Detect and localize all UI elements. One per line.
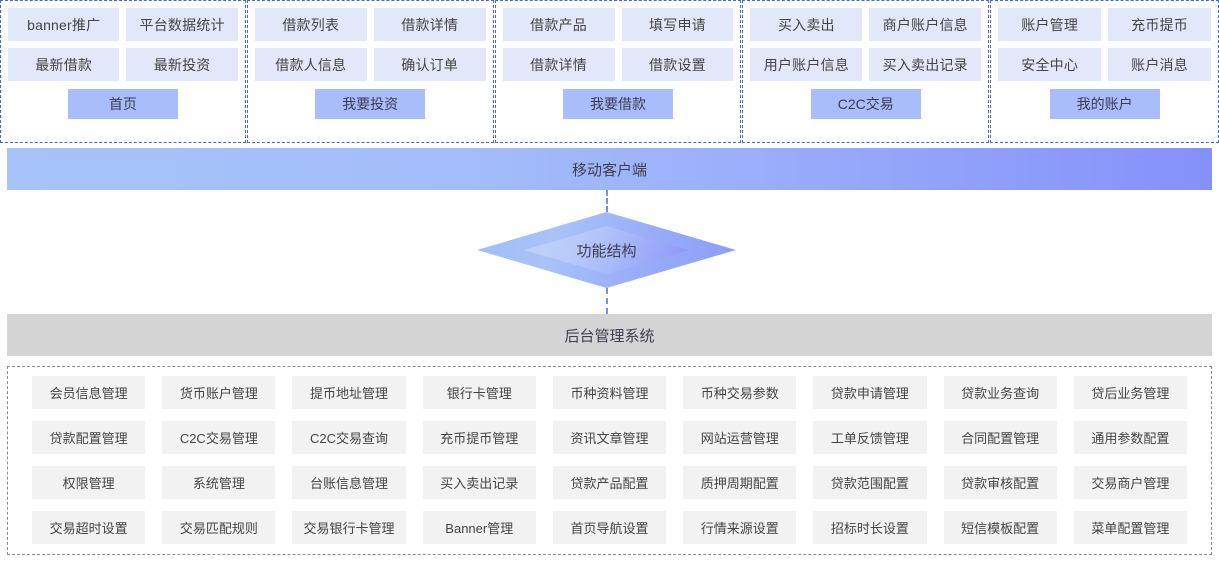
- admin-module-cell[interactable]: 资讯文章管理: [552, 421, 667, 454]
- leaf-row: 用户账户信息 买入卖出记录: [750, 48, 982, 81]
- module-leaf[interactable]: 借款详情: [373, 8, 486, 41]
- group-label-wrap: 我要投资: [255, 89, 486, 119]
- admin-module-cell[interactable]: 权限管理: [32, 466, 146, 499]
- admin-module-cell[interactable]: 交易超时设置: [32, 511, 146, 544]
- admin-module-cell[interactable]: 短信模板配置: [943, 511, 1057, 544]
- module-group-invest: 借款列表 借款详情 借款人信息 确认订单 我要投资: [246, 0, 494, 143]
- admin-module-cell[interactable]: 交易银行卡管理: [292, 511, 406, 544]
- module-group-borrow: 借款产品 填写申请 借款详情 借款设置 我要借款: [494, 0, 742, 143]
- admin-module-cell[interactable]: 提币地址管理: [292, 376, 406, 409]
- admin-module-cell[interactable]: 会员信息管理: [32, 376, 146, 409]
- module-leaf[interactable]: 借款列表: [254, 8, 367, 41]
- module-leaf[interactable]: 用户账户信息: [750, 48, 863, 81]
- mobile-client-band: 移动客户端: [7, 148, 1212, 190]
- module-leaf[interactable]: 借款产品: [502, 8, 615, 41]
- admin-module-cell[interactable]: 交易匹配规则: [162, 511, 276, 544]
- leaf-row: 借款产品 填写申请: [502, 8, 734, 41]
- module-leaf[interactable]: 安全中心: [998, 48, 1102, 81]
- leaf-row: 借款人信息 确认订单: [254, 48, 486, 81]
- connector-line-bottom: [606, 288, 608, 314]
- module-leaf[interactable]: 填写申请: [621, 8, 734, 41]
- module-leaf[interactable]: 充币提币: [1108, 8, 1211, 41]
- leaf-row: 借款详情 借款设置: [502, 48, 734, 81]
- module-group-account: 账户管理 充币提币 安全中心 账户消息 我的账户: [990, 0, 1219, 143]
- admin-module-grid: 会员信息管理货币账户管理提币地址管理银行卡管理币种资料管理币种交易参数贷款申请管…: [8, 376, 1211, 544]
- admin-module-cell[interactable]: 行情来源设置: [683, 511, 797, 544]
- module-group-home: banner推广 平台数据统计 最新借款 最新投资 首页: [0, 0, 246, 143]
- admin-module-cell[interactable]: 贷款产品配置: [552, 466, 667, 499]
- admin-module-cell[interactable]: 币种资料管理: [552, 376, 667, 409]
- center-diamond: 功能结构: [477, 212, 736, 288]
- admin-module-cell[interactable]: 贷款业务查询: [943, 376, 1057, 409]
- admin-module-cell[interactable]: Banner管理: [422, 511, 536, 544]
- module-leaf[interactable]: 借款设置: [621, 48, 734, 81]
- module-group-label[interactable]: 我要投资: [315, 89, 426, 119]
- admin-module-cell[interactable]: 招标时长设置: [813, 511, 927, 544]
- module-leaf[interactable]: 最新借款: [8, 48, 120, 81]
- admin-module-cell[interactable]: 网站运营管理: [683, 421, 797, 454]
- leaf-row: 最新借款 最新投资: [8, 48, 238, 81]
- group-label-wrap: 我要借款: [503, 89, 734, 119]
- module-leaf[interactable]: 买入卖出记录: [869, 48, 982, 81]
- module-leaf[interactable]: 账户消息: [1108, 48, 1211, 81]
- admin-module-cell[interactable]: C2C交易查询: [292, 421, 406, 454]
- leaf-row: banner推广 平台数据统计: [8, 8, 238, 41]
- module-group-label[interactable]: 我要借款: [562, 89, 673, 119]
- leaf-row: 账户管理 充币提币: [998, 8, 1211, 41]
- admin-module-cell[interactable]: 贷后业务管理: [1073, 376, 1187, 409]
- group-label-wrap: C2C交易: [750, 89, 981, 119]
- admin-module-cell[interactable]: 币种交易参数: [683, 376, 797, 409]
- module-leaf[interactable]: 平台数据统计: [126, 8, 238, 41]
- admin-module-cell[interactable]: 贷款审核配置: [943, 466, 1057, 499]
- module-leaf[interactable]: 借款人信息: [254, 48, 367, 81]
- admin-module-cell[interactable]: 贷款范围配置: [813, 466, 927, 499]
- module-group-label[interactable]: 我的账户: [1049, 89, 1160, 119]
- leaf-row: 借款列表 借款详情: [254, 8, 486, 41]
- module-leaf[interactable]: 买入卖出: [750, 8, 863, 41]
- admin-module-cell[interactable]: 工单反馈管理: [813, 421, 927, 454]
- admin-module-cell[interactable]: 货币账户管理: [162, 376, 276, 409]
- module-leaf[interactable]: 账户管理: [998, 8, 1102, 41]
- group-label-wrap: 首页: [8, 89, 238, 119]
- admin-module-cell[interactable]: 通用参数配置: [1073, 421, 1187, 454]
- admin-module-cell[interactable]: 银行卡管理: [422, 376, 536, 409]
- admin-module-cell[interactable]: 质押周期配置: [683, 466, 797, 499]
- admin-module-cell[interactable]: 首页导航设置: [552, 511, 667, 544]
- admin-module-cell[interactable]: 菜单配置管理: [1073, 511, 1187, 544]
- module-leaf[interactable]: 借款详情: [502, 48, 615, 81]
- admin-module-cell[interactable]: 充币提币管理: [422, 421, 536, 454]
- module-leaf[interactable]: 确认订单: [373, 48, 486, 81]
- module-group-label[interactable]: 首页: [67, 89, 178, 119]
- admin-module-cell[interactable]: 系统管理: [162, 466, 276, 499]
- module-group-c2c: 买入卖出 商户账户信息 用户账户信息 买入卖出记录 C2C交易: [742, 0, 990, 143]
- connector-line-top: [606, 190, 608, 212]
- admin-module-cell[interactable]: 买入卖出记录: [422, 466, 536, 499]
- admin-system-band: 后台管理系统: [7, 314, 1212, 356]
- module-leaf[interactable]: banner推广: [8, 8, 120, 41]
- diamond-label: 功能结构: [576, 242, 637, 260]
- admin-module-cell[interactable]: 台账信息管理: [292, 466, 406, 499]
- leaf-row: 安全中心 账户消息: [998, 48, 1211, 81]
- leaf-row: 买入卖出 商户账户信息: [750, 8, 982, 41]
- mobile-module-groups: banner推广 平台数据统计 最新借款 最新投资 首页 借款列表 借款详情 借…: [0, 0, 1219, 143]
- admin-module-cell[interactable]: C2C交易管理: [162, 421, 276, 454]
- module-leaf[interactable]: 最新投资: [126, 48, 238, 81]
- admin-module-cell[interactable]: 合同配置管理: [943, 421, 1057, 454]
- admin-module-cell[interactable]: 贷款配置管理: [32, 421, 146, 454]
- module-group-label[interactable]: C2C交易: [810, 89, 921, 119]
- group-label-wrap: 我的账户: [998, 89, 1211, 119]
- module-leaf[interactable]: 商户账户信息: [869, 8, 982, 41]
- admin-module-cell[interactable]: 交易商户管理: [1073, 466, 1187, 499]
- admin-module-cell[interactable]: 贷款申请管理: [813, 376, 927, 409]
- admin-module-grid-container: 会员信息管理货币账户管理提币地址管理银行卡管理币种资料管理币种交易参数贷款申请管…: [7, 366, 1212, 555]
